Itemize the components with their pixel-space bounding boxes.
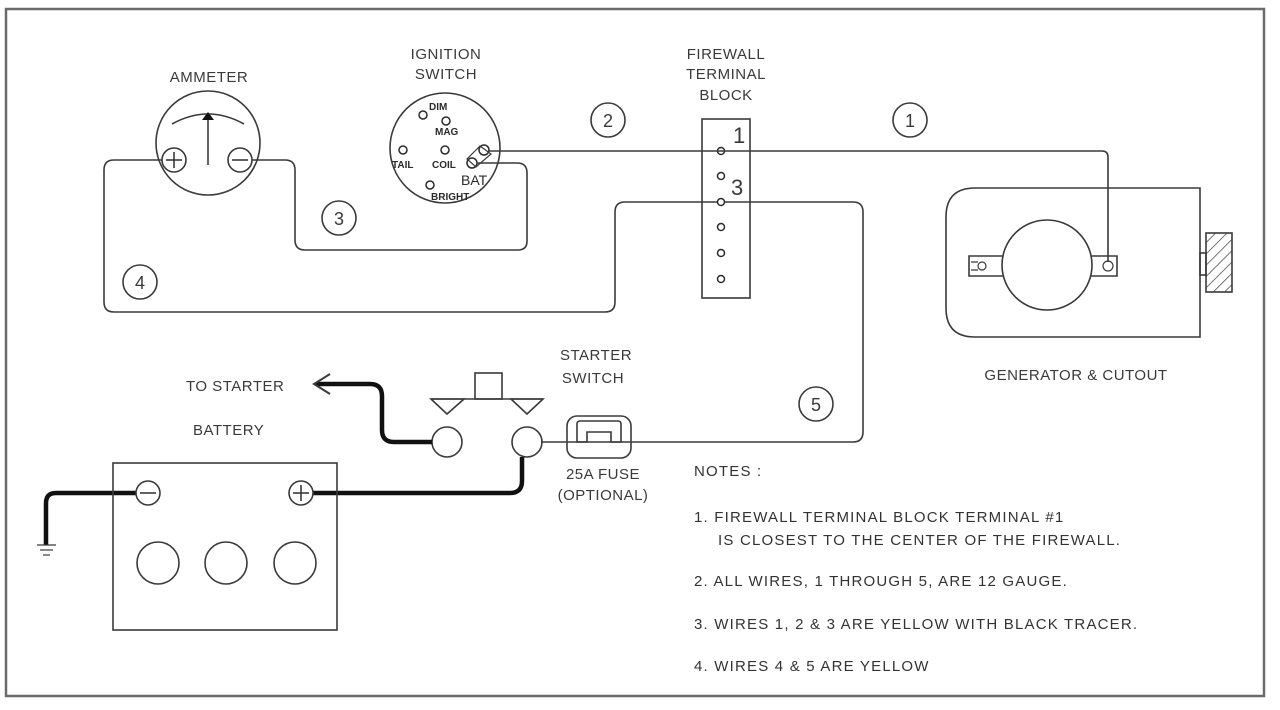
wire-3-badge: 3 [321, 200, 357, 236]
wire-3 [252, 159, 528, 251]
starter-contact-left [428, 398, 467, 416]
terminal-tail-label: TAIL [392, 160, 413, 171]
terminal-bright-label: BRIGHT [431, 192, 469, 203]
notes-heading: NOTES : [694, 463, 762, 480]
battery-label: BATTERY [193, 422, 264, 439]
terminal-6 [716, 274, 726, 284]
ammeter-minus-terminal [227, 147, 253, 173]
wire-2-badge: 2 [590, 102, 626, 138]
generator-body [1001, 219, 1093, 311]
ignition-switch-body [389, 92, 501, 204]
fuse-element [576, 420, 622, 443]
notes: NOTES : 1. FIREWALL TERMINAL BLOCK TERMI… [694, 463, 1138, 675]
cable-to-starter [316, 381, 432, 445]
wire-4 [103, 159, 717, 313]
ammeter-plus-terminal [161, 147, 187, 173]
firewall-label-line2: TERMINAL [686, 66, 766, 83]
battery-cell-2 [204, 541, 248, 585]
terminal-dim-screw [418, 110, 428, 120]
note-3: 3. WIRES 1, 2 & 3 ARE YELLOW WITH BLACK … [694, 616, 1138, 633]
battery-negative-terminal [135, 480, 161, 506]
generator-housing [945, 187, 1201, 338]
starter-switch-label-line1: STARTER [560, 347, 632, 364]
starter-contact-right [508, 398, 546, 416]
wire-5 [541, 201, 864, 443]
wire-4-badge: 4 [122, 264, 158, 300]
ammeter-needle-arrow-icon [202, 112, 214, 120]
battery: BATTERY [112, 422, 338, 631]
wire-1-badge: 1 [892, 102, 928, 138]
starter-post-left [431, 426, 463, 458]
terminal-block-body [701, 118, 751, 299]
cutout-relay [1205, 232, 1233, 293]
ignition-switch: IGNITION SWITCH DIM MAG TAIL COIL BAT BR… [389, 46, 501, 204]
terminal-2 [716, 171, 726, 181]
terminal-mag-screw [441, 116, 451, 126]
fuse-label-line1: 25A FUSE [566, 466, 640, 483]
svg-text:1: 1 [905, 111, 915, 131]
svg-text:5: 5 [811, 395, 821, 415]
terminal-coil-screw [440, 145, 450, 155]
svg-text:4: 4 [135, 273, 145, 293]
generator-left-lug-hole [977, 261, 987, 271]
arrow-left-icon [312, 373, 331, 395]
note-1-line2: IS CLOSEST TO THE CENTER OF THE FIREWALL… [718, 532, 1121, 549]
fuse-holder [566, 415, 632, 459]
battery-body [112, 462, 338, 631]
terminal-4 [716, 222, 726, 232]
ignition-switch-label-line2: SWITCH [415, 66, 477, 83]
firewall-label-line3: BLOCK [699, 87, 752, 104]
note-1-line1: 1. FIREWALL TERMINAL BLOCK TERMINAL #1 [694, 509, 1064, 526]
to-starter-label: TO STARTER [186, 378, 284, 395]
starter-switch-label-line2: SWITCH [562, 370, 624, 387]
firewall-terminal-block: FIREWALL TERMINAL BLOCK 1 3 [686, 46, 766, 299]
terminal-bat-label: BAT [461, 172, 488, 188]
wire-5-badge: 5 [798, 386, 834, 422]
generator-right-lug-hole [1102, 260, 1114, 272]
terminal-5 [716, 248, 726, 258]
generator-cutout: GENERATOR & CUTOUT [945, 187, 1233, 384]
battery-cell-1 [136, 541, 180, 585]
terminal-3 [716, 197, 726, 207]
terminal-dim-label: DIM [429, 102, 447, 113]
cutout-bracket [1199, 252, 1207, 276]
ground-icon [37, 544, 56, 556]
generator-left-lug [968, 255, 1003, 277]
battery-positive-terminal [288, 480, 314, 506]
svg-text:3: 3 [334, 209, 344, 229]
terminal-bright-screw [425, 180, 435, 190]
battery-cell-3 [273, 541, 317, 585]
starter-post-right [511, 426, 543, 458]
fuse-label-line2: (OPTIONAL) [558, 487, 649, 504]
ammeter-label: AMMETER [170, 69, 249, 86]
diagram-frame [4, 7, 1266, 698]
note-4: 4. WIRES 4 & 5 ARE YELLOW [694, 658, 930, 675]
cable-battery-positive [313, 457, 525, 496]
terminal-mag-label: MAG [435, 127, 459, 138]
terminal-coil-label: COIL [432, 160, 456, 171]
terminal-3-label: 3 [731, 175, 743, 200]
cable-battery-ground [43, 490, 136, 545]
ignition-switch-label-line1: IGNITION [411, 46, 482, 63]
ammeter-body [155, 90, 261, 196]
terminal-tail-screw [398, 145, 408, 155]
wire-1-2 [489, 150, 1109, 262]
ammeter: AMMETER [155, 69, 261, 196]
firewall-label-line1: FIREWALL [687, 46, 765, 63]
starter-switch-button [474, 372, 503, 400]
fuse: 25A FUSE (OPTIONAL) [558, 415, 649, 504]
starter-switch: STARTER SWITCH [428, 347, 632, 458]
note-2: 2. ALL WIRES, 1 THROUGH 5, ARE 12 GAUGE. [694, 573, 1068, 590]
bat-jumper [466, 145, 492, 168]
generator-right-lug [1091, 255, 1118, 277]
terminal-1-label: 1 [733, 123, 745, 148]
generator-label: GENERATOR & CUTOUT [984, 367, 1167, 384]
svg-text:2: 2 [603, 111, 613, 131]
